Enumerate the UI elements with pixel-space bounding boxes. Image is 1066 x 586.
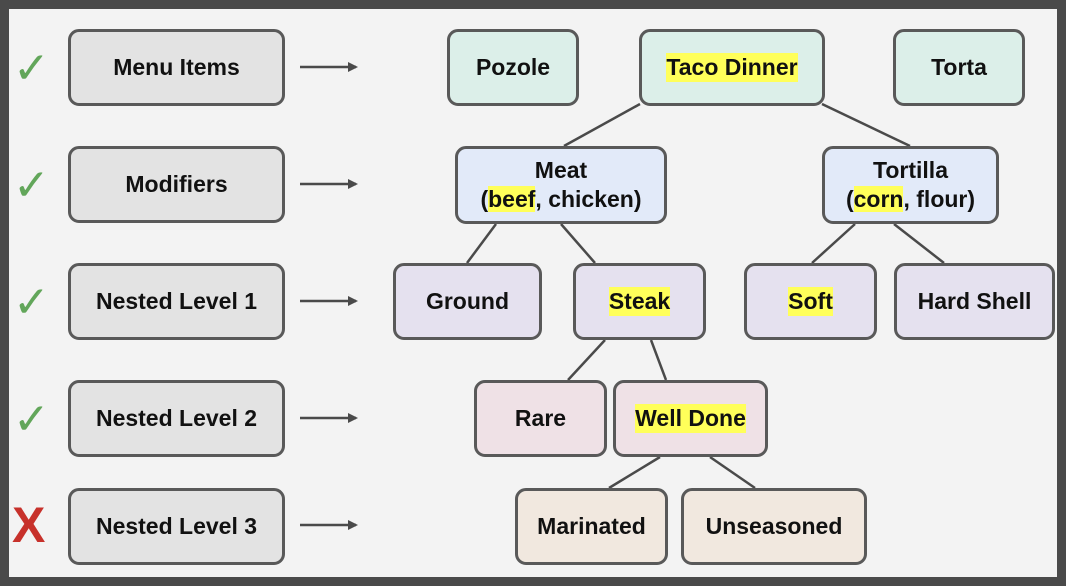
edge-taco-meat (563, 102, 641, 148)
node-tortilla: Tortilla (corn, flour) (822, 146, 999, 224)
node-ground: Ground (393, 263, 542, 340)
node-label: Soft (788, 287, 833, 316)
node-label: Pozole (475, 54, 551, 80)
node-soft: Soft (744, 263, 877, 340)
check-icon: ✓ (13, 277, 50, 328)
node-label: Ground (425, 288, 510, 314)
node-hard-shell: Hard Shell (894, 263, 1055, 340)
check-icon: ✓ (13, 394, 50, 445)
level-label-text: Nested Level 3 (95, 513, 258, 539)
node-rare: Rare (474, 380, 607, 457)
edge-steak-well-done (649, 339, 668, 381)
edge-steak-rare (567, 339, 606, 381)
node-label: Unseasoned (705, 513, 843, 539)
node-pozole: Pozole (447, 29, 579, 106)
edge-meat-ground (465, 223, 498, 264)
edge-welldone-marinated (608, 455, 661, 490)
level-label-nested-level-1: Nested Level 1 (68, 263, 285, 340)
selected-option: corn (853, 186, 904, 212)
node-steak: Steak (573, 263, 706, 340)
level-label-menu-items: Menu Items (68, 29, 285, 106)
node-meat: Meat (beef, chicken) (455, 146, 667, 224)
node-title: Tortilla (873, 157, 948, 183)
node-title: Meat (534, 157, 588, 183)
edge-tortilla-soft (811, 223, 856, 264)
node-well-done: Well Done (613, 380, 768, 457)
node-marinated: Marinated (515, 488, 668, 565)
check-icon: ✓ (13, 160, 50, 211)
level-label-text: Menu Items (113, 54, 240, 80)
node-torta: Torta (893, 29, 1025, 106)
node-label: Well Done (635, 404, 746, 433)
node-label: Torta (931, 54, 987, 80)
level-label-text: Nested Level 2 (95, 405, 258, 431)
level-label-modifiers: Modifiers (68, 146, 285, 223)
edge-tortilla-hard-shell (893, 223, 945, 264)
node-taco-dinner: Taco Dinner (639, 29, 825, 106)
level-label-text: Modifiers (125, 171, 228, 197)
node-options: (beef, chicken) (480, 186, 642, 212)
node-label: Rare (514, 405, 567, 431)
node-label: Taco Dinner (666, 53, 798, 82)
node-label: Hard Shell (917, 288, 1032, 314)
edge-meat-steak (560, 223, 596, 264)
level-label-nested-level-3: Nested Level 3 (68, 488, 285, 565)
level-label-nested-level-2: Nested Level 2 (68, 380, 285, 457)
node-unseasoned: Unseasoned (681, 488, 867, 565)
node-label: Steak (608, 287, 671, 316)
check-icon: ✓ (13, 43, 50, 94)
cross-icon: X (12, 497, 46, 553)
selected-option: beef (488, 186, 536, 212)
level-label-text: Nested Level 1 (95, 288, 258, 314)
node-options: (corn, flour) (845, 186, 976, 212)
node-label: Marinated (537, 513, 646, 539)
edge-taco-tortilla (821, 102, 911, 148)
edge-welldone-unseasoned (709, 455, 756, 490)
